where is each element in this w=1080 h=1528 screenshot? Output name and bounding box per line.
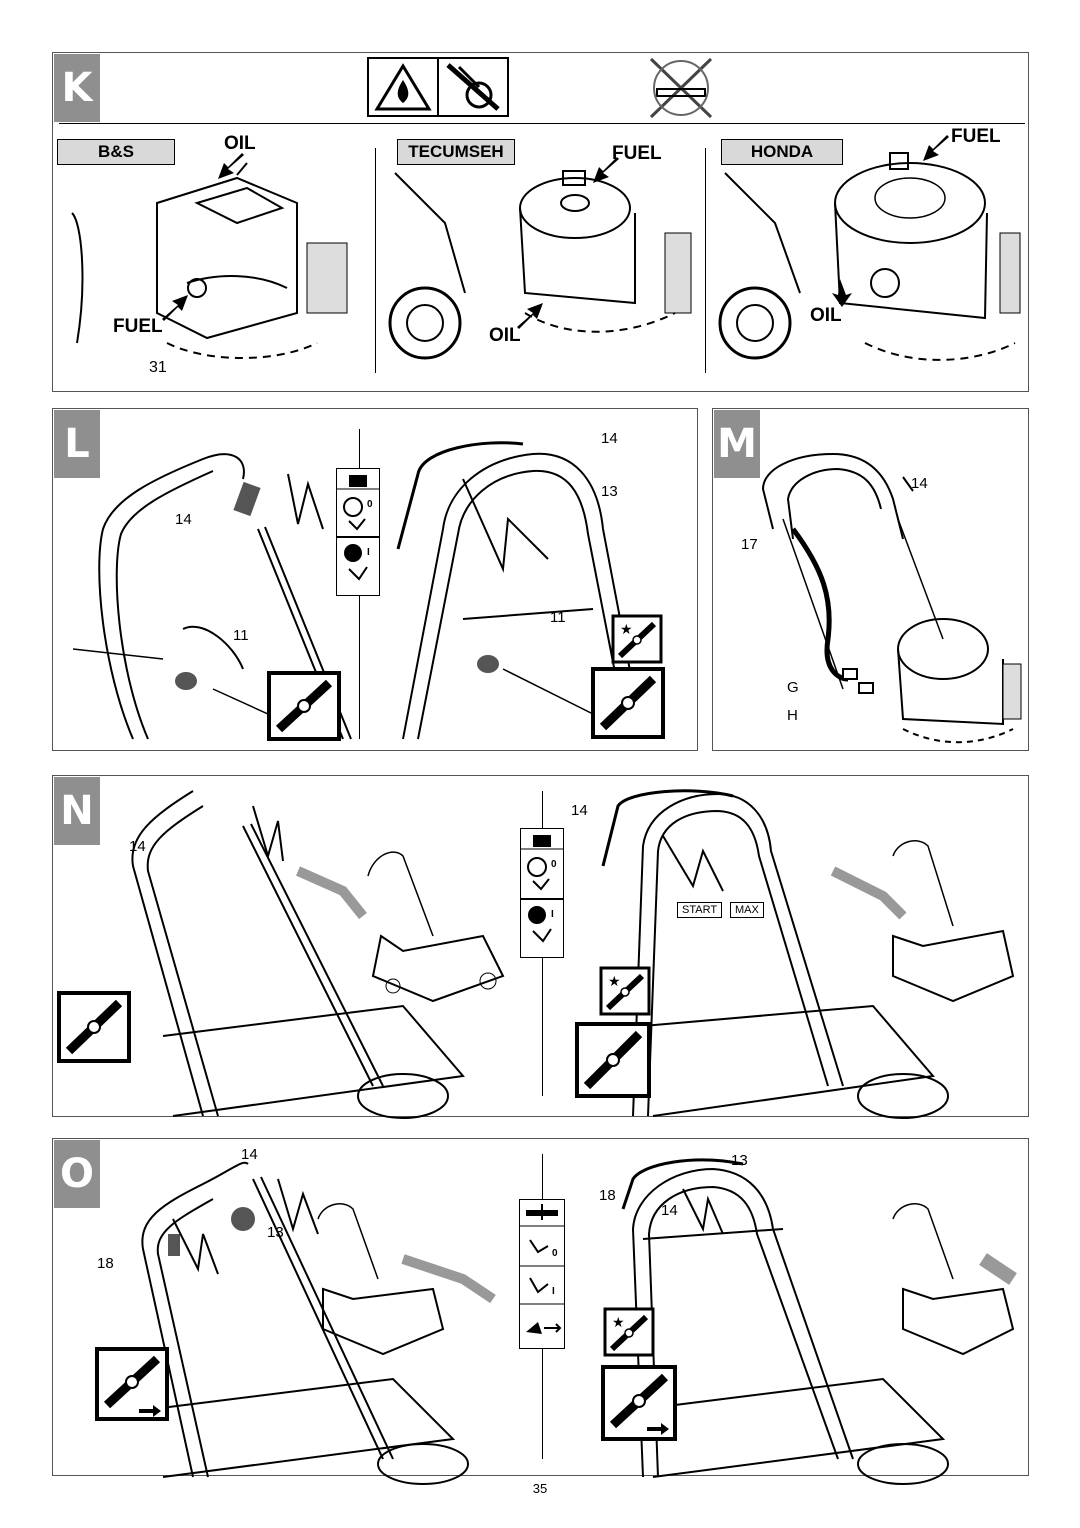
panel-k: K B&S OIL FUEL 31 TECUMSEH FUEL OIL bbox=[52, 52, 1029, 392]
symbol-one-o: I bbox=[552, 1286, 555, 1297]
bs-engine-illustration bbox=[71, 162, 348, 359]
blade-drive-icon-o-left bbox=[95, 1347, 169, 1421]
label-fuel-tecumseh: FUEL bbox=[612, 143, 662, 164]
ref-l-11b: 11 bbox=[550, 609, 566, 626]
section-letter-o: O bbox=[54, 1140, 100, 1208]
o-mower-illustration-right bbox=[621, 1158, 1017, 1485]
arrow-fuel-tecumseh bbox=[593, 157, 619, 183]
ref-n-14b: 14 bbox=[571, 802, 588, 819]
ref-31: 31 bbox=[149, 359, 167, 376]
section-letter-l: L bbox=[54, 410, 100, 478]
tecumseh-engine-illustration bbox=[388, 170, 692, 360]
blade-engage-icon-2 bbox=[591, 667, 665, 739]
arrow-oil-tecumseh bbox=[517, 303, 543, 329]
arrow-oil-honda bbox=[832, 279, 852, 307]
symbol-one-n: I bbox=[551, 909, 554, 920]
ref-o-14a: 14 bbox=[241, 1146, 258, 1163]
blade-star-icon: ★ bbox=[611, 614, 663, 664]
ref-l-14a: 14 bbox=[175, 511, 192, 528]
brake-symbol-icon bbox=[520, 1204, 564, 1334]
ref-o-18a: 18 bbox=[97, 1255, 114, 1272]
arrow-fuel-honda bbox=[923, 135, 949, 161]
symbol-zero-o: 0 bbox=[552, 1248, 558, 1259]
symbol-zero-n: 0 bbox=[551, 859, 557, 870]
engine-label-honda: HONDA bbox=[721, 139, 843, 165]
n-mower-illustration-right bbox=[601, 789, 1015, 1119]
o-mower-illustration-left bbox=[141, 1161, 496, 1485]
ref-m-14: 14 bbox=[911, 475, 928, 492]
start-indicator: START bbox=[677, 902, 723, 918]
m-ignition-wire-illustration bbox=[761, 452, 1022, 744]
blade-engage-icon bbox=[267, 671, 341, 741]
fire-warning-icon bbox=[367, 57, 509, 117]
honda-engine-illustration bbox=[718, 152, 1021, 361]
ref-o-18b: 18 bbox=[599, 1187, 616, 1204]
arrow-oil-bs bbox=[218, 153, 244, 179]
no-smoking-icon bbox=[649, 57, 713, 119]
panel-n: N 14 14 START MAX bbox=[52, 775, 1029, 1119]
section-letter-m: M bbox=[714, 410, 760, 478]
section-letter-n: N bbox=[54, 777, 100, 845]
ref-m-17: 17 bbox=[741, 536, 758, 553]
label-oil-bs: OIL bbox=[224, 133, 256, 154]
n-mower-illustration-left bbox=[131, 790, 505, 1119]
label-oil-honda: OIL bbox=[810, 305, 842, 326]
symbol-one: I bbox=[367, 547, 370, 558]
control-symbol-strip-l: 0 I bbox=[336, 468, 380, 596]
ref-m-h: H bbox=[787, 707, 798, 724]
svg-text:★: ★ bbox=[620, 622, 633, 638]
max-indicator: MAX bbox=[730, 902, 764, 918]
blade-drive-icon-o-right bbox=[601, 1365, 677, 1441]
ref-l-13: 13 bbox=[601, 483, 618, 500]
label-fuel-honda: FUEL bbox=[951, 126, 1001, 147]
panel-l: L 14 11 14 13 11 0 bbox=[52, 408, 698, 751]
symbol-zero: 0 bbox=[367, 499, 373, 510]
l-handle-illustration-right bbox=[396, 441, 644, 740]
engine-label-tecumseh: TECUMSEH bbox=[397, 139, 515, 165]
throttle-symbol-icon-n bbox=[521, 835, 563, 943]
ref-m-g: G bbox=[787, 679, 799, 696]
ref-o-14b: 14 bbox=[661, 1202, 678, 1219]
label-fuel-bs: FUEL bbox=[113, 316, 163, 337]
svg-text:★: ★ bbox=[608, 974, 621, 990]
header-rule bbox=[59, 123, 1025, 124]
section-letter-k: K bbox=[54, 54, 100, 122]
blade-engage-icon-n-right bbox=[575, 1022, 651, 1098]
ref-o-13b: 13 bbox=[731, 1152, 748, 1169]
control-symbol-strip-o: 0 I bbox=[519, 1199, 565, 1349]
blade-star-icon-n: ★ bbox=[599, 966, 651, 1016]
panel-o: O 14 13 18 13 18 14 bbox=[52, 1138, 1029, 1485]
svg-text:★: ★ bbox=[612, 1315, 625, 1331]
arrow-fuel-bs bbox=[162, 295, 188, 321]
engine-label-bs: B&S bbox=[57, 139, 175, 165]
panel-m: M 14 17 G H bbox=[712, 408, 1029, 751]
divider-1 bbox=[375, 148, 376, 373]
control-symbol-strip-n: 0 I bbox=[520, 828, 564, 958]
blade-engage-icon-n-left bbox=[57, 991, 131, 1063]
page-number: 35 bbox=[532, 1481, 548, 1496]
ref-l-11a: 11 bbox=[233, 627, 249, 644]
throttle-symbol-icon bbox=[337, 475, 379, 581]
ref-l-14b: 14 bbox=[601, 430, 618, 447]
blade-star-icon-o: ★ bbox=[603, 1307, 655, 1357]
divider-2 bbox=[705, 148, 706, 373]
label-oil-tecumseh: OIL bbox=[489, 325, 521, 346]
